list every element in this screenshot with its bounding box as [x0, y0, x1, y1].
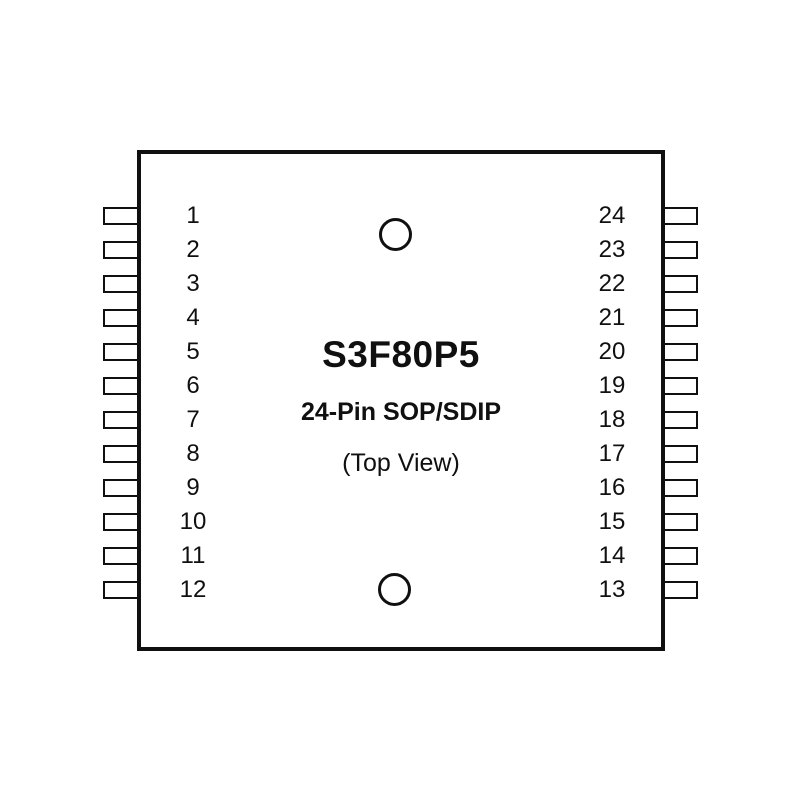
pin-number-13: 13 [598, 576, 626, 603]
top-index-circle [379, 218, 412, 251]
part-number-label: S3F80P5 [322, 334, 480, 375]
pin-lead-left-5 [103, 343, 140, 361]
pin-lead-right-24 [661, 207, 698, 225]
pin-number-17: 17 [598, 440, 626, 467]
pin-number-6: 6 [186, 372, 200, 399]
pin-lead-left-6 [103, 377, 140, 395]
pin-lead-right-15 [661, 513, 698, 531]
pin-lead-right-19 [661, 377, 698, 395]
pin-number-3: 3 [186, 270, 200, 297]
pin-lead-right-13 [661, 581, 698, 599]
pin-lead-right-20 [661, 343, 698, 361]
pin-number-22: 22 [598, 270, 626, 297]
pin-number-19: 19 [598, 372, 626, 399]
pin-lead-left-9 [103, 479, 140, 497]
pin-lead-right-18 [661, 411, 698, 429]
pin-lead-left-1 [103, 207, 140, 225]
pin-lead-left-11 [103, 547, 140, 565]
pin-lead-left-8 [103, 445, 140, 463]
pin-lead-left-12 [103, 581, 140, 599]
pin-number-8: 8 [186, 440, 200, 467]
package-type-label: 24-Pin SOP/SDIP [300, 398, 502, 426]
pin-lead-right-16 [661, 479, 698, 497]
pin-lead-right-14 [661, 547, 698, 565]
pin-number-4: 4 [186, 304, 200, 331]
pin-lead-left-2 [103, 241, 140, 259]
pin-number-14: 14 [598, 542, 626, 569]
pin-lead-left-4 [103, 309, 140, 327]
pin-number-18: 18 [598, 406, 626, 433]
pin-number-9: 9 [186, 474, 200, 501]
pin-number-12: 12 [179, 576, 207, 603]
pin-lead-right-22 [661, 275, 698, 293]
pin-number-24: 24 [598, 202, 626, 229]
pin-number-5: 5 [186, 338, 200, 365]
pin-lead-left-10 [103, 513, 140, 531]
pin-lead-right-23 [661, 241, 698, 259]
pin-lead-right-17 [661, 445, 698, 463]
pin-number-7: 7 [186, 406, 200, 433]
pin-number-2: 2 [186, 236, 200, 263]
pin-lead-right-21 [661, 309, 698, 327]
pin-lead-left-7 [103, 411, 140, 429]
view-label: (Top View) [342, 449, 460, 477]
pin-number-16: 16 [598, 474, 626, 501]
pin-number-20: 20 [598, 338, 626, 365]
bottom-index-circle [378, 573, 411, 606]
pin-number-21: 21 [598, 304, 626, 331]
pin-number-10: 10 [179, 508, 207, 535]
pin-number-11: 11 [180, 542, 206, 569]
pin-number-23: 23 [598, 236, 626, 263]
pin-number-1: 1 [186, 202, 200, 229]
pin-lead-left-3 [103, 275, 140, 293]
pin-number-15: 15 [598, 508, 626, 535]
